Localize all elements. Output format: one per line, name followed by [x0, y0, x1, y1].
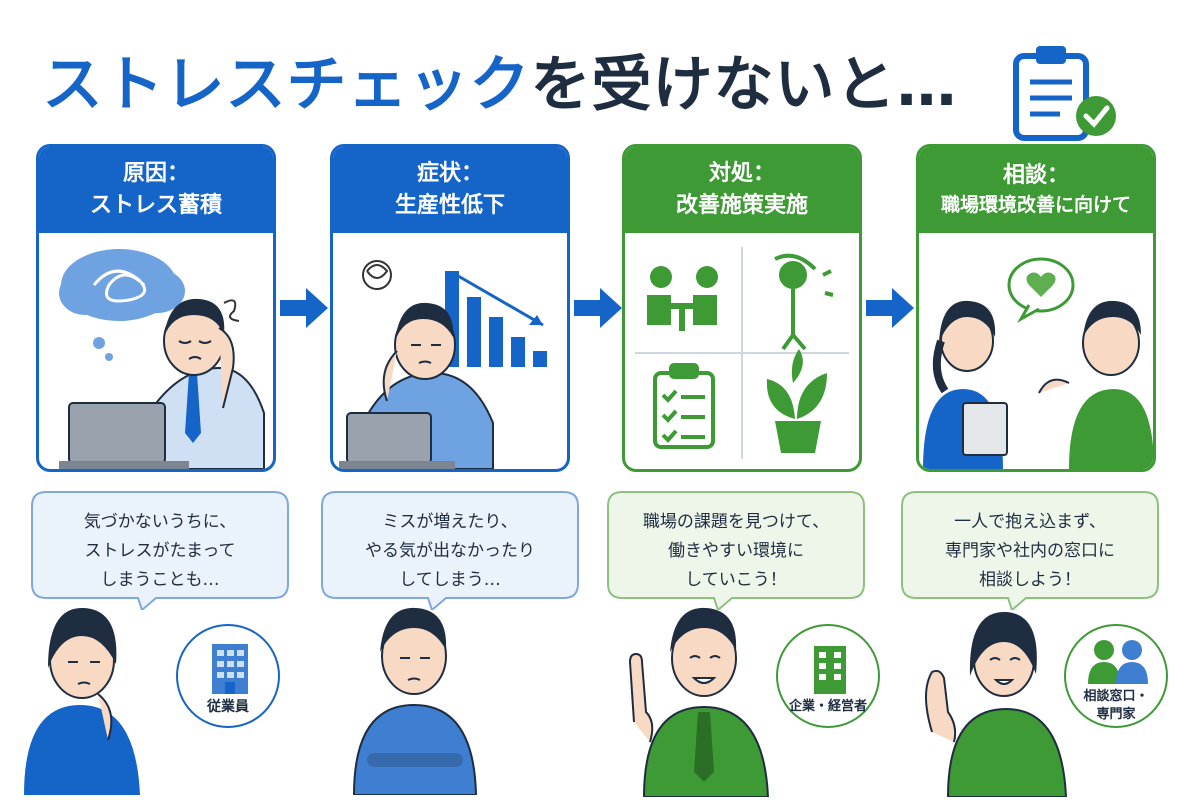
step-symptom-label-line2: 生産性低下 [394, 193, 505, 218]
consultant-woman-illustration [925, 611, 1068, 797]
bubble-line: しまうことも… [100, 570, 220, 590]
management-role-badge: 企業・経営者 [776, 624, 880, 728]
improvement-measures-illustration [635, 247, 849, 459]
employee-role-badge: 従業員 [176, 624, 280, 728]
management-speech-bubble: 職場の課題を見つけて、 働きやすい環境に していこう！ [606, 490, 866, 610]
step-symptom-panel: 症状： 生産性低下 [330, 144, 570, 472]
role-label-line1: 相談窓口・ [1083, 689, 1149, 704]
step-action-label-line2: 改善施策実施 [675, 193, 808, 218]
stressed-worker-illustration [59, 249, 265, 469]
bubble-line: 相談しよう！ [979, 570, 1081, 590]
step-symptom-header: 症状： 生産性低下 [333, 147, 567, 233]
clipboard-check-icon [1013, 46, 1116, 141]
step-action-panel: 対処： 改善施策実施 [622, 144, 862, 472]
bubble-line: ミスが増えたり、 [382, 512, 518, 532]
bubble-line: していこう！ [685, 570, 787, 590]
step-cause-label-line1: 原因： [122, 161, 189, 187]
step-consult-panel: 相談： 職場環境改善に向けて [916, 144, 1156, 472]
role-label: 企業・経営者 [788, 699, 867, 714]
step-cause-label-line2: ストレス蓄積 [89, 193, 222, 218]
consultation-illustration [923, 257, 1153, 469]
step-action-label-line1: 対処： [708, 161, 775, 187]
stress-thought-cloud [59, 249, 185, 361]
bubble-line: 職場の課題を見つけて、 [642, 512, 830, 532]
bubble-line: やる気が出なかったり [365, 541, 535, 561]
building-icon [212, 644, 248, 694]
two-people-icon [1088, 640, 1148, 684]
step-consult-label-line1: 相談： [1002, 163, 1069, 189]
bubble-line: 一人で抱え込まず、 [954, 512, 1106, 532]
bubble-line: ストレスがたまって [84, 541, 236, 561]
plant-icon [766, 349, 827, 453]
step-consult-header: 相談： 職場環境改善に向けて [919, 147, 1153, 233]
stretching-person-icon [774, 253, 834, 351]
consultant-role-badge: 相談窓口・ 専門家 [1064, 624, 1168, 728]
bubble-line: 気づかないうちに、 [83, 512, 237, 532]
title-part1: ストレスチェック [42, 50, 531, 120]
bubble-line: 専門家や社内の窓口に [945, 541, 1115, 561]
manager-man-illustration [628, 607, 770, 797]
arrow-right-icon [574, 288, 622, 328]
role-label-line2: 専門家 [1096, 707, 1136, 722]
title-part2: を受けないと… [530, 50, 958, 120]
bubble-line: してしまう… [399, 570, 501, 590]
step-cause-panel: 原因： ストレス蓄積 [36, 144, 276, 472]
tired-worker-illustration [339, 260, 547, 469]
consultant-speech-bubble: 一人で抱え込まず、 専門家や社内の窓口に 相談しよう！ [900, 490, 1160, 610]
meeting-icon [647, 266, 718, 331]
role-label: 従業員 [207, 699, 249, 715]
troubled-employee-man-illustration [352, 607, 478, 795]
declining-bar-chart-icon [445, 271, 547, 367]
step-consult-label-line2: 職場環境改善に向けて [940, 194, 1131, 217]
arrow-right-icon [280, 288, 328, 328]
bubble-line: 働きやすい環境に [668, 541, 804, 561]
arrow-right-icon [866, 288, 914, 328]
page-title: ストレスチェックを受けないと… [0, 36, 1000, 123]
checklist-icon [653, 363, 715, 449]
step-cause-header: 原因： ストレス蓄積 [39, 147, 273, 233]
worried-employee-woman-illustration [24, 607, 140, 795]
step-symptom-label-line1: 症状： [416, 161, 483, 187]
heart-speech-bubble-icon [1007, 257, 1075, 323]
symptom-speech-bubble: ミスが増えたり、 やる気が出なかったり してしまう… [320, 490, 580, 610]
office-building-icon [814, 646, 846, 694]
step-action-header: 対処： 改善施策実施 [625, 147, 859, 233]
employee-speech-bubble: 気づかないうちに、 ストレスがたまって しまうことも… [30, 490, 290, 610]
